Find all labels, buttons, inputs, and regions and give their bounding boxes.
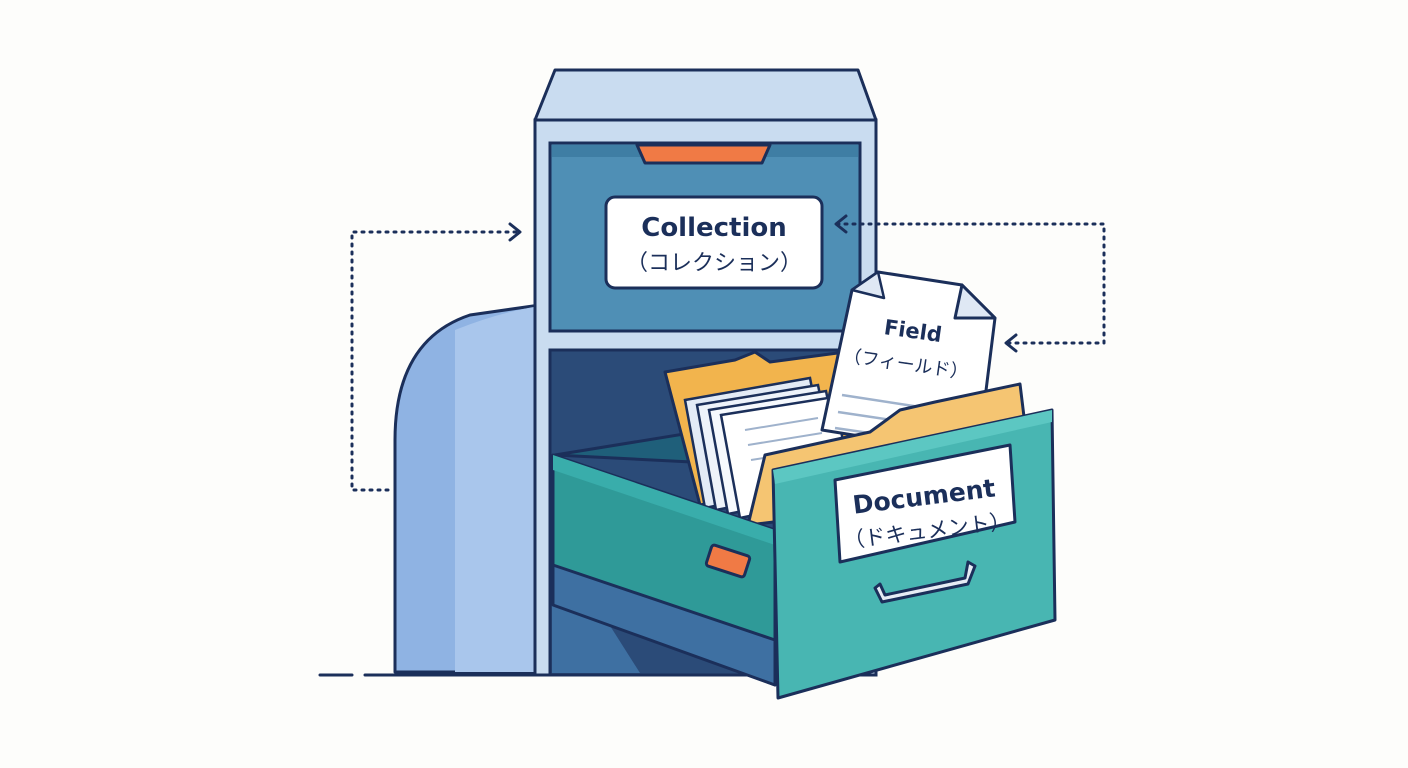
background-arch	[393, 303, 542, 674]
right-arrowhead-top	[834, 214, 848, 234]
field-paper-fold	[953, 283, 997, 320]
cabinet-top	[533, 68, 878, 122]
left-arrowhead	[508, 222, 522, 242]
left-dotted-arrow	[350, 222, 522, 492]
open-drawer-side-rail	[551, 563, 777, 687]
document-label: Document （ドキュメント）	[833, 443, 1017, 564]
top-drawer-handle	[635, 143, 772, 165]
collection-title: Collection	[641, 213, 787, 243]
drawer-handle	[873, 560, 977, 604]
collection-subtitle: （コレクション）	[626, 251, 802, 276]
side-drawer-tag	[704, 543, 752, 579]
right-dotted-arrow	[834, 214, 1106, 353]
right-arrowhead-field	[1004, 333, 1018, 353]
collection-label: Collection （コレクション）	[604, 195, 824, 290]
